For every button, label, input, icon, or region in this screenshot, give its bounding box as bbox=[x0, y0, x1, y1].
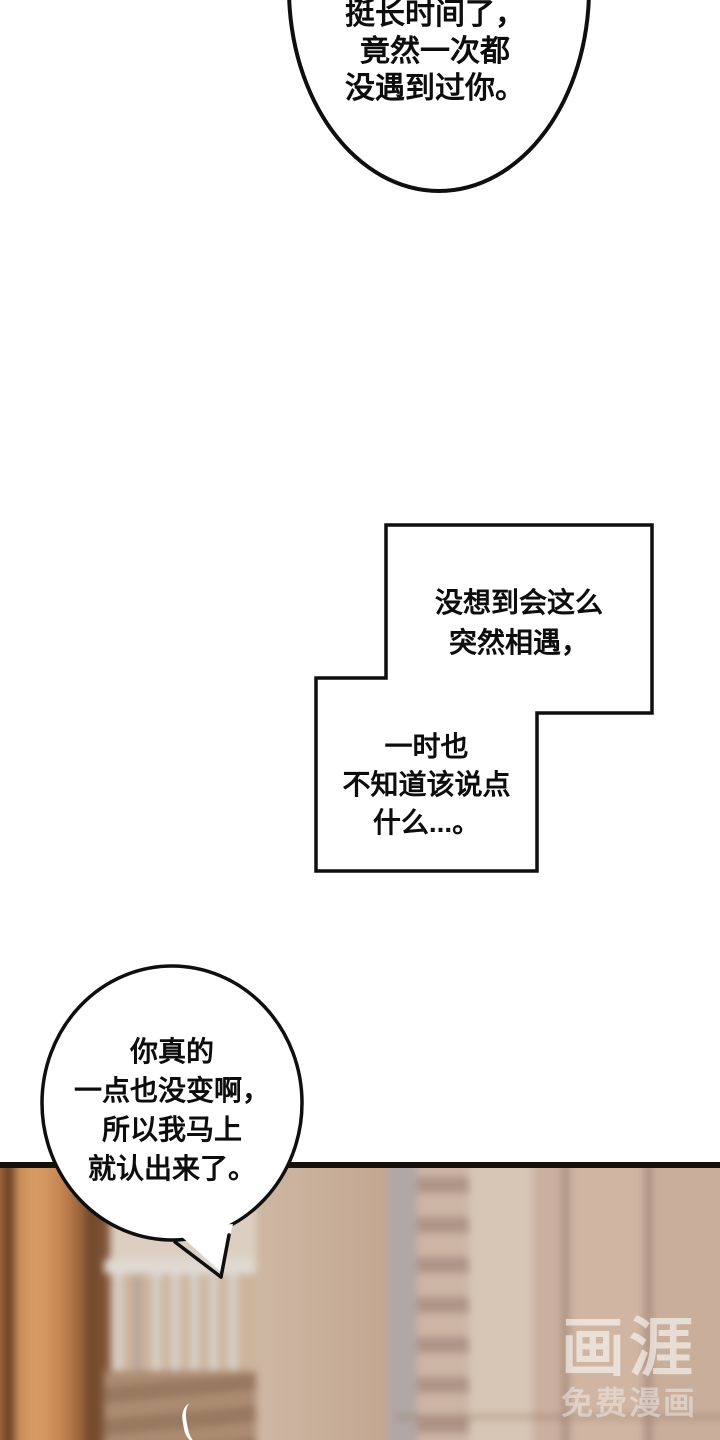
stair-baluster bbox=[114, 1274, 123, 1376]
speech-line: 没想到会这么 bbox=[434, 587, 603, 618]
speech-line: 就认出来了。 bbox=[87, 1153, 256, 1184]
brick-seam bbox=[395, 1415, 720, 1419]
stair-steps bbox=[104, 1371, 260, 1440]
speech-line: 竟然一次都 bbox=[360, 35, 510, 68]
speech-text-mid-lower: 一时也 不知道该说点 什么...。 bbox=[316, 728, 537, 842]
speech-line: 一时也 bbox=[384, 731, 469, 762]
speech-line: 所以我马上 bbox=[101, 1114, 242, 1145]
background-wall-light bbox=[469, 1163, 533, 1440]
speech-text-round: 你真的 一点也没变啊， 所以我马上 就认出来了。 bbox=[42, 1032, 302, 1188]
stair-baluster bbox=[152, 1274, 161, 1376]
stair-baluster bbox=[209, 1274, 218, 1376]
speech-line: 突然相遇， bbox=[448, 627, 589, 658]
speech-line: 没遇到过你。 bbox=[345, 72, 525, 105]
stair-baluster bbox=[133, 1274, 142, 1376]
speech-line: 什么...。 bbox=[372, 807, 481, 838]
panel-border-line bbox=[0, 1162, 720, 1168]
speech-line: 不知道该说点 bbox=[342, 769, 511, 800]
background-gray-strip bbox=[388, 1163, 418, 1440]
watermark: 画涯 免费漫画 bbox=[540, 1315, 718, 1421]
wood-door-panel bbox=[0, 1163, 92, 1440]
brick-pillar bbox=[417, 1163, 469, 1440]
stair-baluster bbox=[228, 1274, 237, 1376]
speech-text-top: 挺长时间了， 竟然一次都 没遇到过你。 bbox=[287, 0, 583, 107]
speech-bubble-middle bbox=[314, 523, 654, 873]
background-wall bbox=[256, 1163, 402, 1440]
speech-line: 你真的 bbox=[129, 1036, 214, 1067]
stair-baluster bbox=[190, 1274, 199, 1376]
speech-line: 一点也没变啊， bbox=[73, 1075, 270, 1106]
speech-line: 挺长时间了， bbox=[345, 0, 525, 31]
brick-wall bbox=[533, 1163, 720, 1440]
speech-text-mid-upper: 没想到会这么 突然相遇， bbox=[386, 583, 652, 663]
watermark-caption: 免费漫画 bbox=[560, 1385, 697, 1421]
speech-bubble-round bbox=[40, 964, 304, 1279]
stair-baluster bbox=[171, 1274, 180, 1376]
watermark-logo: 画涯 bbox=[561, 1312, 697, 1384]
